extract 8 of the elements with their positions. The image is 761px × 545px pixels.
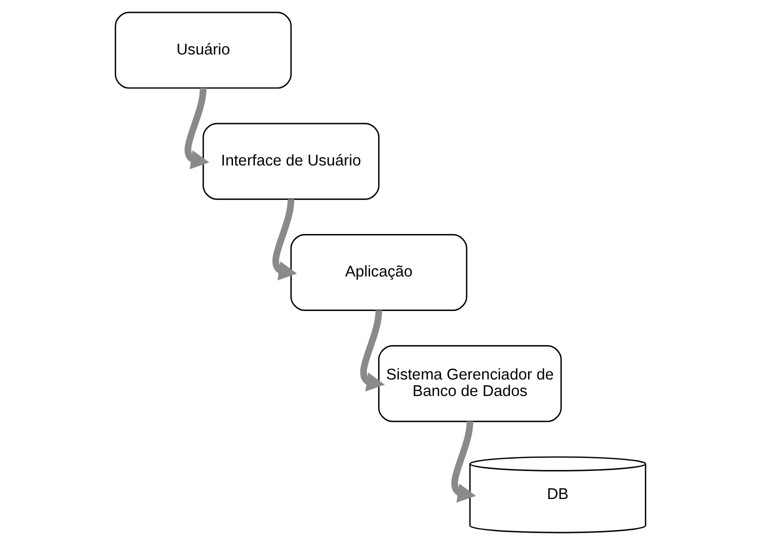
- arrow: [184, 88, 210, 170]
- node-box: Usuário: [114, 12, 292, 89]
- node-box: Interface de Usuário: [202, 122, 380, 200]
- arrow: [360, 310, 385, 392]
- node-box: Sistema Gerenciador de Banco de Dados: [378, 345, 562, 422]
- node-box: Aplicação: [290, 234, 468, 311]
- arrow: [272, 198, 298, 280]
- arrow: [451, 421, 476, 503]
